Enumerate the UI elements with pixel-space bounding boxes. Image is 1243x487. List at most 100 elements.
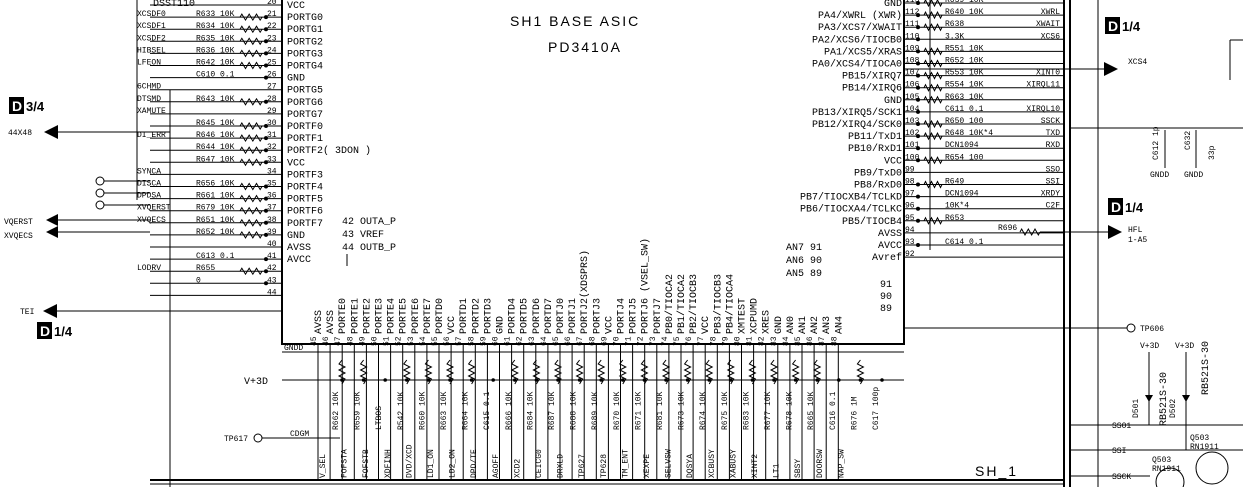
pin-number: 76 bbox=[685, 336, 694, 346]
pin-name: PORTD4 bbox=[508, 298, 519, 334]
tp617[interactable]: TP617 CDGM bbox=[224, 430, 340, 444]
component-label: R646 10K bbox=[196, 131, 235, 140]
bottom-component: R659 10K bbox=[354, 359, 368, 430]
component-label: R551 10K bbox=[945, 44, 984, 53]
bottom-pin-82: 82 XRES bbox=[758, 310, 773, 480]
component-label: DCN1094 bbox=[945, 141, 979, 150]
offpage-d34[interactable]: D 3/4 44X48 bbox=[8, 97, 170, 139]
pin-number: 68 bbox=[588, 336, 597, 346]
pin-name: PA3/XCS7/XWAIT bbox=[818, 22, 902, 34]
pin-90: 90 bbox=[880, 292, 892, 303]
arrow-xvqecs[interactable]: XVQECS bbox=[4, 226, 58, 241]
pin-number: 56 bbox=[443, 336, 452, 346]
pin-name: PORTJ0 bbox=[556, 298, 567, 334]
bottom-component: LTBOS bbox=[375, 378, 388, 430]
pin-name: PORTE4 bbox=[387, 298, 398, 334]
pin-number: 93 bbox=[905, 238, 915, 247]
pin-name: PORTE5 bbox=[399, 298, 410, 334]
pin-number: 43 bbox=[267, 276, 277, 285]
net-label: XCSDF2 bbox=[137, 34, 166, 43]
tp606[interactable]: TP606 bbox=[904, 323, 1164, 334]
net-label: XCSDF1 bbox=[137, 22, 166, 31]
pin-name: AN1 bbox=[798, 316, 809, 334]
left-pin-43: 430 bbox=[150, 276, 282, 286]
pin-number: 41 bbox=[267, 252, 277, 261]
bottom-net: XABUSY bbox=[729, 449, 738, 478]
svg-text:LTBOS: LTBOS bbox=[375, 406, 384, 430]
offpage-d14a[interactable]: D 1/4 TEI bbox=[20, 304, 282, 339]
pin-name: AVSS bbox=[326, 310, 337, 334]
pin-number: 111 bbox=[905, 20, 920, 29]
component-label: R633 10K bbox=[196, 10, 235, 19]
bottom-net: LD2_ON bbox=[449, 449, 458, 478]
pin-name: PB13/XIRQ5/SCK1 bbox=[812, 107, 902, 119]
pin-number: 55 bbox=[431, 336, 440, 346]
pin-number: 33 bbox=[267, 155, 277, 164]
pin-number: 77 bbox=[697, 336, 706, 346]
pin-name: GND bbox=[287, 74, 305, 85]
pin-name: AVCC bbox=[287, 255, 311, 266]
net-label: XIRQL10 bbox=[1026, 105, 1060, 114]
bottom-net: XDFINH bbox=[384, 449, 393, 478]
pin-number: 37 bbox=[267, 204, 277, 213]
pin-number: 47 bbox=[334, 336, 343, 346]
pin-number: 103 bbox=[905, 117, 920, 126]
pin-number: 88 bbox=[830, 336, 839, 346]
component-label: R553 10K bbox=[945, 69, 984, 78]
net-label: XIRQL11 bbox=[1026, 81, 1060, 90]
svg-text:R678 10K: R678 10K bbox=[786, 391, 795, 430]
svg-text:R674 10K: R674 10K bbox=[699, 391, 708, 430]
pin-number: 83 bbox=[770, 336, 779, 346]
pin-name: PA4/XWRL (XWR) bbox=[818, 10, 902, 22]
pin-number: 79 bbox=[721, 336, 730, 346]
bottom-component: R660 10K bbox=[418, 359, 433, 430]
rn1911b: RN1911 bbox=[1152, 465, 1181, 474]
bottom-net: LT1 bbox=[773, 463, 782, 478]
component-label: R636 10K bbox=[196, 46, 235, 55]
pin-number: 82 bbox=[758, 336, 767, 346]
pin-name: PORTG0 bbox=[287, 13, 323, 24]
pin-name: XRES bbox=[762, 310, 773, 334]
offpage-d14c[interactable]: D 1/4 HFL 1-A5 bbox=[1108, 198, 1147, 245]
offpage-d14b[interactable]: D 1/4 XCS4 bbox=[904, 17, 1147, 76]
svg-text:R673 10K: R673 10K bbox=[678, 391, 687, 430]
bottom-net: AGOFF bbox=[492, 454, 501, 478]
svg-text:D: D bbox=[40, 323, 50, 339]
net-label: XWAIT bbox=[1036, 20, 1060, 29]
pin-name: PORTE3 bbox=[375, 298, 386, 334]
arrow-vqerst[interactable]: VQERST bbox=[4, 214, 58, 227]
pin-number: 110 bbox=[905, 32, 920, 41]
net-label: HIBSEL bbox=[137, 46, 166, 55]
pin-name: PORTF0 bbox=[287, 122, 323, 133]
svg-text:R662 10K: R662 10K bbox=[332, 391, 341, 430]
pin-number: 98 bbox=[905, 178, 915, 187]
pin-name: PORTG4 bbox=[287, 62, 323, 73]
pin-number: 86 bbox=[806, 336, 815, 346]
pin-number: 21 bbox=[267, 10, 277, 19]
component-label: C614 0.1 bbox=[945, 238, 984, 247]
pin-number: 64 bbox=[540, 336, 549, 346]
pin-name: PA2/XCS6/TIOCB0 bbox=[812, 34, 902, 46]
bottom-net: FOFSTA bbox=[341, 449, 350, 478]
net-label: RXD bbox=[1046, 141, 1061, 150]
pin-name: PB2/TIOCB3 bbox=[688, 274, 700, 334]
